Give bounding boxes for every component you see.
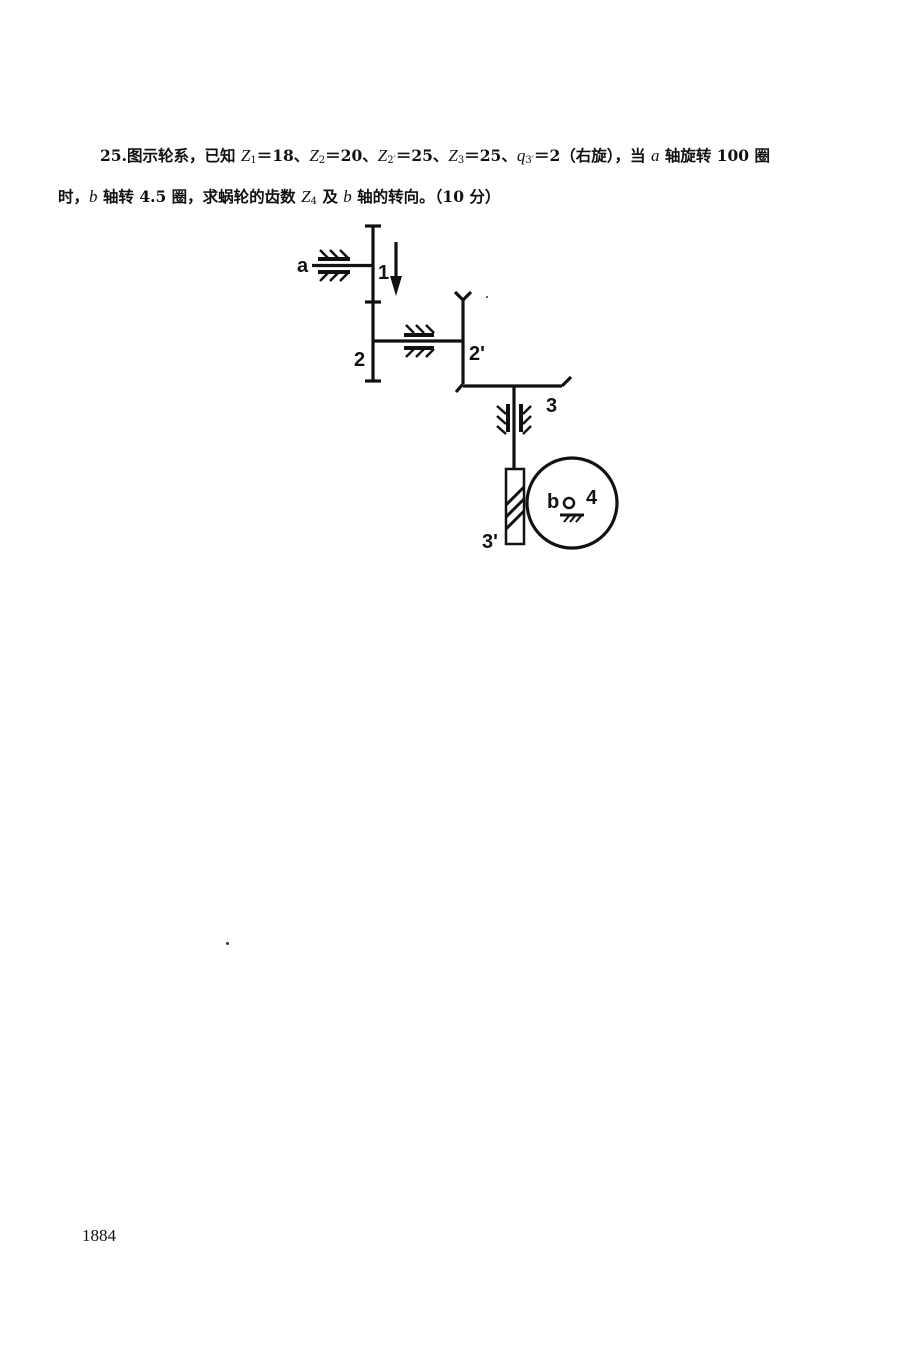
gear-train-diagram: a 1 2 2' 3 3' b 4 xyxy=(297,224,619,553)
question-text: 轴旋转 100 圈 xyxy=(664,146,770,165)
label-shaft-b: b xyxy=(547,491,559,513)
scan-speck xyxy=(486,296,488,298)
z2-subscript: 2 xyxy=(318,155,326,166)
shaft-a-bearing xyxy=(318,249,350,282)
question-number: 25. xyxy=(100,146,127,165)
z2p-value: ＝25、 xyxy=(395,146,449,165)
question-text: 轴转 4.5 圈，求蜗轮的齿数 xyxy=(102,187,296,206)
q-value: ＝2（右旋），当 xyxy=(533,146,646,165)
z3-value: ＝25、 xyxy=(464,146,517,165)
worm-wheel-4 xyxy=(525,456,619,550)
question-25: 25.图示轮系，已知 Z1＝18、Z2＝20、Z2′＝25、Z3＝25、q3′＝… xyxy=(58,138,866,220)
z1-subscript: 1 xyxy=(250,155,257,166)
z1-symbol: Z xyxy=(240,146,251,165)
label-gear-2: 2 xyxy=(354,349,365,371)
q-symbol: q xyxy=(516,146,526,165)
question-text: 时， xyxy=(58,187,90,206)
q-subscript: 3′ xyxy=(525,155,534,166)
z4-symbol: Z xyxy=(301,187,311,206)
scan-speck xyxy=(226,942,229,945)
label-gear-4: 4 xyxy=(586,487,598,509)
z4-subscript: 4 xyxy=(310,196,317,207)
question-text: 及 xyxy=(322,187,338,206)
bevel-gear-2p xyxy=(453,290,473,394)
vertical-shaft-bearing xyxy=(496,404,532,435)
shaft-b-variable: b xyxy=(343,187,352,206)
z2-symbol: Z xyxy=(309,146,319,165)
shaft-b-support xyxy=(560,496,584,523)
z2p-symbol: Z xyxy=(377,146,388,165)
label-shaft-a: a xyxy=(297,255,309,277)
z3-symbol: Z xyxy=(448,146,458,165)
label-gear-2p: 2' xyxy=(469,343,485,365)
shaft-b-variable: b xyxy=(89,187,98,206)
z3-subscript: 3 xyxy=(457,155,465,166)
question-text: 图示轮系，已知 xyxy=(126,146,236,165)
intermediate-shaft-bearing xyxy=(404,324,435,358)
page-number: 1884 xyxy=(82,1226,116,1245)
label-gear-1: 1 xyxy=(378,262,389,284)
z2p-subscript: 2′ xyxy=(387,155,396,166)
question-line-2: 时，b 轴转 4.5 圈，求蜗轮的齿数 Z4 及 b 轴的转向。（10 分） xyxy=(58,179,866,220)
question-line-1: 25.图示轮系，已知 Z1＝18、Z2＝20、Z2′＝25、Z3＝25、q3′＝… xyxy=(58,138,866,179)
direction-arrow xyxy=(390,242,402,296)
z2-value: ＝20、 xyxy=(325,146,378,165)
z1-value: ＝18、 xyxy=(256,146,310,165)
worm-3p xyxy=(504,467,526,546)
label-gear-3p: 3' xyxy=(482,531,498,553)
label-gear-3: 3 xyxy=(546,395,557,417)
bevel-gear-3 xyxy=(463,375,573,388)
shaft-a-variable: a xyxy=(650,146,660,165)
question-text: 轴的转向。（10 分） xyxy=(357,187,501,206)
